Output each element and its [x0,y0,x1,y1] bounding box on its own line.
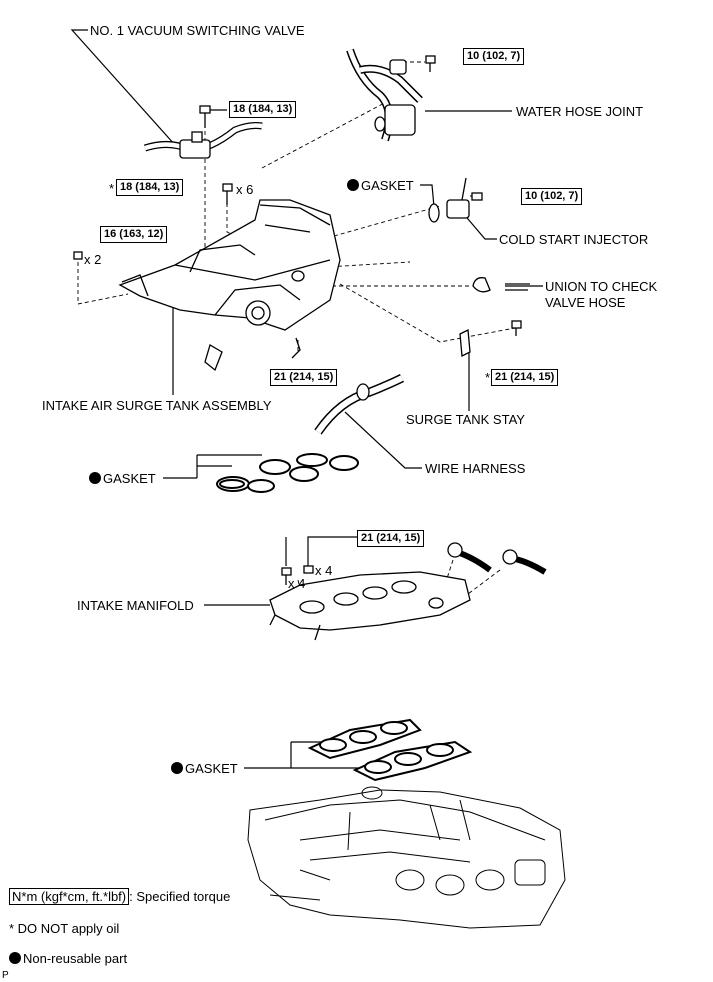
leader-wire [344,411,422,469]
leader-vsv [70,29,176,146]
intake-manifold-art [269,571,471,641]
label-surge-tank: INTAKE AIR SURGE TANK ASSEMBLY [42,398,272,413]
bolts-surge-art [73,183,233,260]
surge-tank-art [118,199,341,331]
label-wire-harness: WIRE HARNESS [425,461,526,476]
torque-box-nut: 16 (163, 12) [100,226,168,243]
label-cold-start-injector: COLD START INJECTOR [499,232,649,247]
star-mark-stay: * [485,370,491,385]
union-art [472,277,530,293]
surge-tank-stay-art [459,320,522,358]
label-surge-tank-stay: SURGE TANK STAY [406,412,525,427]
non-reusable-dot-icon [89,472,101,484]
bolt-10a-art [425,55,436,72]
non-reusable-dot-icon [9,952,21,964]
legend-torque: N*m (kgf*cm, ft.*lbf): Specified torque [9,888,231,905]
star-mark: * [109,181,115,196]
non-reusable-dot-icon [171,762,183,774]
qty-x4-bolt: x 4 [288,576,306,591]
torque-box-injector: 10 (102, 7) [521,188,583,205]
qty-x2: x 2 [84,252,102,267]
sensor-connector-art [204,337,301,372]
wire-harness-art [314,373,405,435]
legend-non-reusable: Non-reusable part [9,951,127,966]
vacuum-switching-valve-art [143,122,263,159]
non-reusable-dot-icon [347,179,359,191]
torque-box-bracket: 21 (214, 15) [270,369,338,386]
label-intake-manifold: INTAKE MANIFOLD [77,598,194,613]
legend-torque-text: : Specified torque [129,889,231,904]
manifold-bolts-art [281,565,314,585]
qty-x6: x 6 [236,182,254,197]
legend-no-oil: * DO NOT apply oil [9,921,120,936]
bolt-18a-art [199,105,211,128]
leader-cold-start [461,211,497,240]
label-vacuum-switching-valve: NO. 1 VACUUM SWITCHING VALVE [90,23,305,38]
label-gasket-injector: GASKET [347,178,414,193]
corner-mark: P [2,970,9,981]
legend-torque-box: N*m (kgf*cm, ft.*lbf) [9,888,130,905]
torque-box-stay: 21 (214, 15) [491,369,559,386]
torque-box-surge-bolts: 18 (184, 13) [116,179,184,196]
water-hose-joint-art [346,48,423,142]
leader-torque-21 [285,536,357,566]
engine-block-art [247,786,566,929]
leader-gasket-inj [420,184,435,208]
manifold-gasket-art [307,718,473,782]
torque-box-water-hose: 10 (102, 7) [463,48,525,65]
qty-x4-nut: x 4 [315,563,333,578]
label-gasket-manifold: GASKET [171,761,238,776]
label-union-line1: UNION TO CHECK [545,279,658,294]
torque-box-vsv: 18 (184, 13) [229,101,297,118]
manifold-connectors-art [447,542,547,575]
leader-gasket-surge [163,454,262,479]
label-water-hose-joint: WATER HOSE JOINT [516,104,644,119]
surge-gasket-art [216,453,359,493]
cold-start-injector-art [428,177,483,223]
leader-gasket-mani [244,741,365,769]
torque-box-manifold: 21 (214, 15) [357,530,425,547]
label-gasket-surge: GASKET [89,471,156,486]
label-union-line2: VALVE HOSE [545,295,626,310]
